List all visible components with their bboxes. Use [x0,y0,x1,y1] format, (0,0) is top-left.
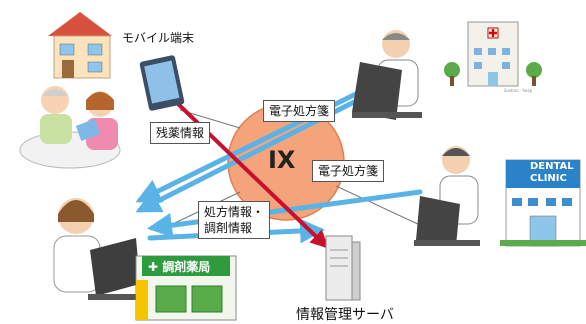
pharmacy-sign: ✚ 調剤薬局 [148,260,211,274]
house-icon [48,12,112,79]
server-icon [325,235,361,301]
e-prescription-label-top: 電子処方箋 [263,100,336,122]
tablet-icon [139,55,185,111]
dentist-illustration [414,146,480,246]
dental-clinic-line2: CLINIC [530,173,567,184]
remaining-drug-info-label: 残薬情報 [150,122,211,144]
mobile-terminal-label: モバイル端末 [122,31,195,45]
rx-dispensing-line2: 調剤情報 [204,221,253,235]
ix-label: IX [268,146,296,174]
pharmacy-building-icon [135,255,237,321]
hospital-building-icon [444,21,542,87]
e-prescription-label-mid: 電子処方箋 [312,160,385,182]
dental-clinic-line1: DENTAL [530,161,574,172]
dental-clinic-sign: DENTAL CLINIC [530,161,574,185]
rx-dispensing-info-label: 処方情報・ 調剤情報 [198,201,271,239]
pharmacist-illustration [53,198,144,300]
server-label: 情報管理サーバ [296,307,394,323]
doctor-hospital-illustration [352,30,422,120]
dental-clinic-building-icon [500,159,586,247]
hospital-caption: ilustrac · hosp [504,88,533,93]
rx-dispensing-line1: 処方情報・ [204,205,265,219]
patients-illustration [19,86,121,169]
